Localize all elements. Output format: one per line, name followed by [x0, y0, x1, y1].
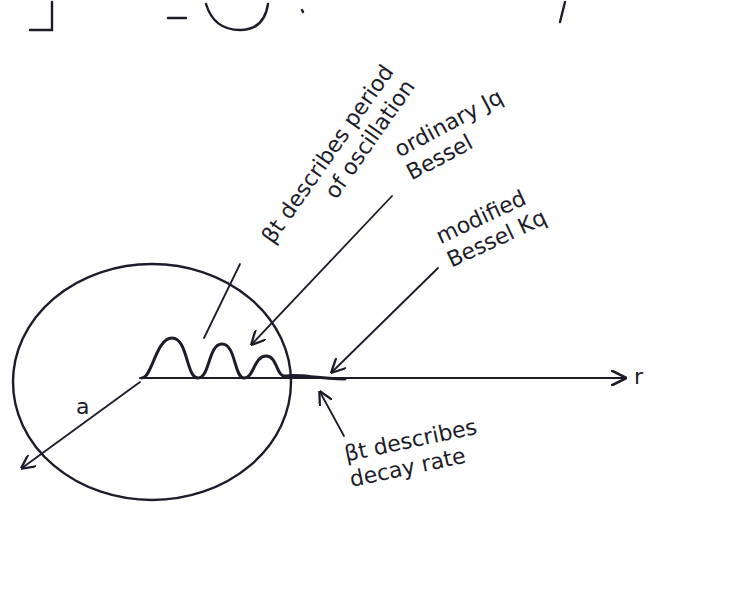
core-circle: a: [11, 262, 293, 502]
radius-label: a: [76, 394, 89, 420]
fragment-stroke: [168, 17, 186, 19]
fragment-stroke: [560, 2, 565, 22]
leader-arrow: [320, 392, 344, 436]
bessel-wave: [142, 338, 345, 379]
bessel-k-label: modified Bessel Kq: [432, 167, 581, 273]
circle-outline: [11, 262, 293, 502]
fragment-stroke: [302, 10, 303, 12]
r-axis: [140, 377, 625, 379]
decay-note: βt describes decay rate: [342, 407, 519, 493]
leader-arrow: [332, 268, 438, 372]
radius-arrow: [22, 382, 140, 468]
oscillation-note: βt describes period of oscillation: [245, 60, 421, 280]
fragment-stroke: [206, 4, 268, 30]
axis-label: r: [634, 364, 643, 390]
fragment-stroke: [30, 2, 52, 30]
